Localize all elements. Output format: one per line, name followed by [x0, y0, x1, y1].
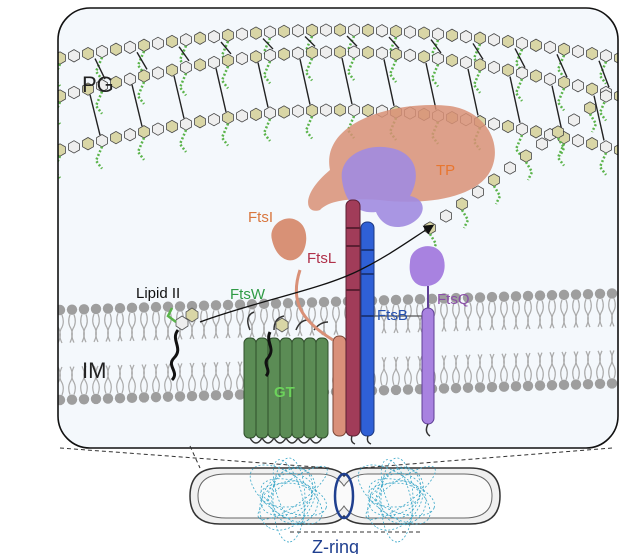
label-ftsb: FtsB — [377, 307, 408, 324]
ftsl-c-term — [350, 435, 356, 445]
panel-border — [57, 7, 619, 449]
label-ftsi: FtsI — [248, 209, 273, 226]
label-pg: PG — [82, 72, 114, 97]
nucleoid-dna — [249, 457, 436, 543]
ftsb-coiled-coil — [360, 221, 375, 437]
label-ftsl: FtsL — [307, 250, 336, 267]
lipid-ii-path-arrow — [199, 224, 435, 323]
ftsw-gt-domain — [243, 311, 329, 444]
lipid-ii-molecule — [166, 307, 199, 382]
label-z-ring: Z-ring — [312, 537, 359, 554]
ftsb-c-term — [366, 435, 372, 445]
label-ftsq: FtsQ — [437, 291, 470, 308]
ftsq-periplasmic-domain — [409, 246, 445, 287]
label-im: IM — [82, 358, 106, 383]
ftsq-ftsb-ftsl-complex-domain — [341, 146, 423, 228]
ftsi-linker — [294, 269, 334, 342]
z-ring-ellipse — [333, 472, 355, 520]
ftsq-c-term — [425, 423, 431, 437]
label-tp: TP — [436, 162, 455, 179]
ftsq-tm-helix — [421, 307, 435, 425]
label-gt: GT — [274, 384, 295, 401]
ftsl-coiled-coil — [345, 199, 361, 437]
label-lipid-ii: Lipid II — [136, 285, 180, 302]
cell-schematic — [59, 445, 613, 543]
label-ftsw: FtsW — [230, 286, 266, 303]
lipid-ii-near-gt — [264, 317, 289, 378]
ftsi-tm-helix — [332, 335, 347, 437]
ftsi-ped-domain — [271, 218, 307, 261]
